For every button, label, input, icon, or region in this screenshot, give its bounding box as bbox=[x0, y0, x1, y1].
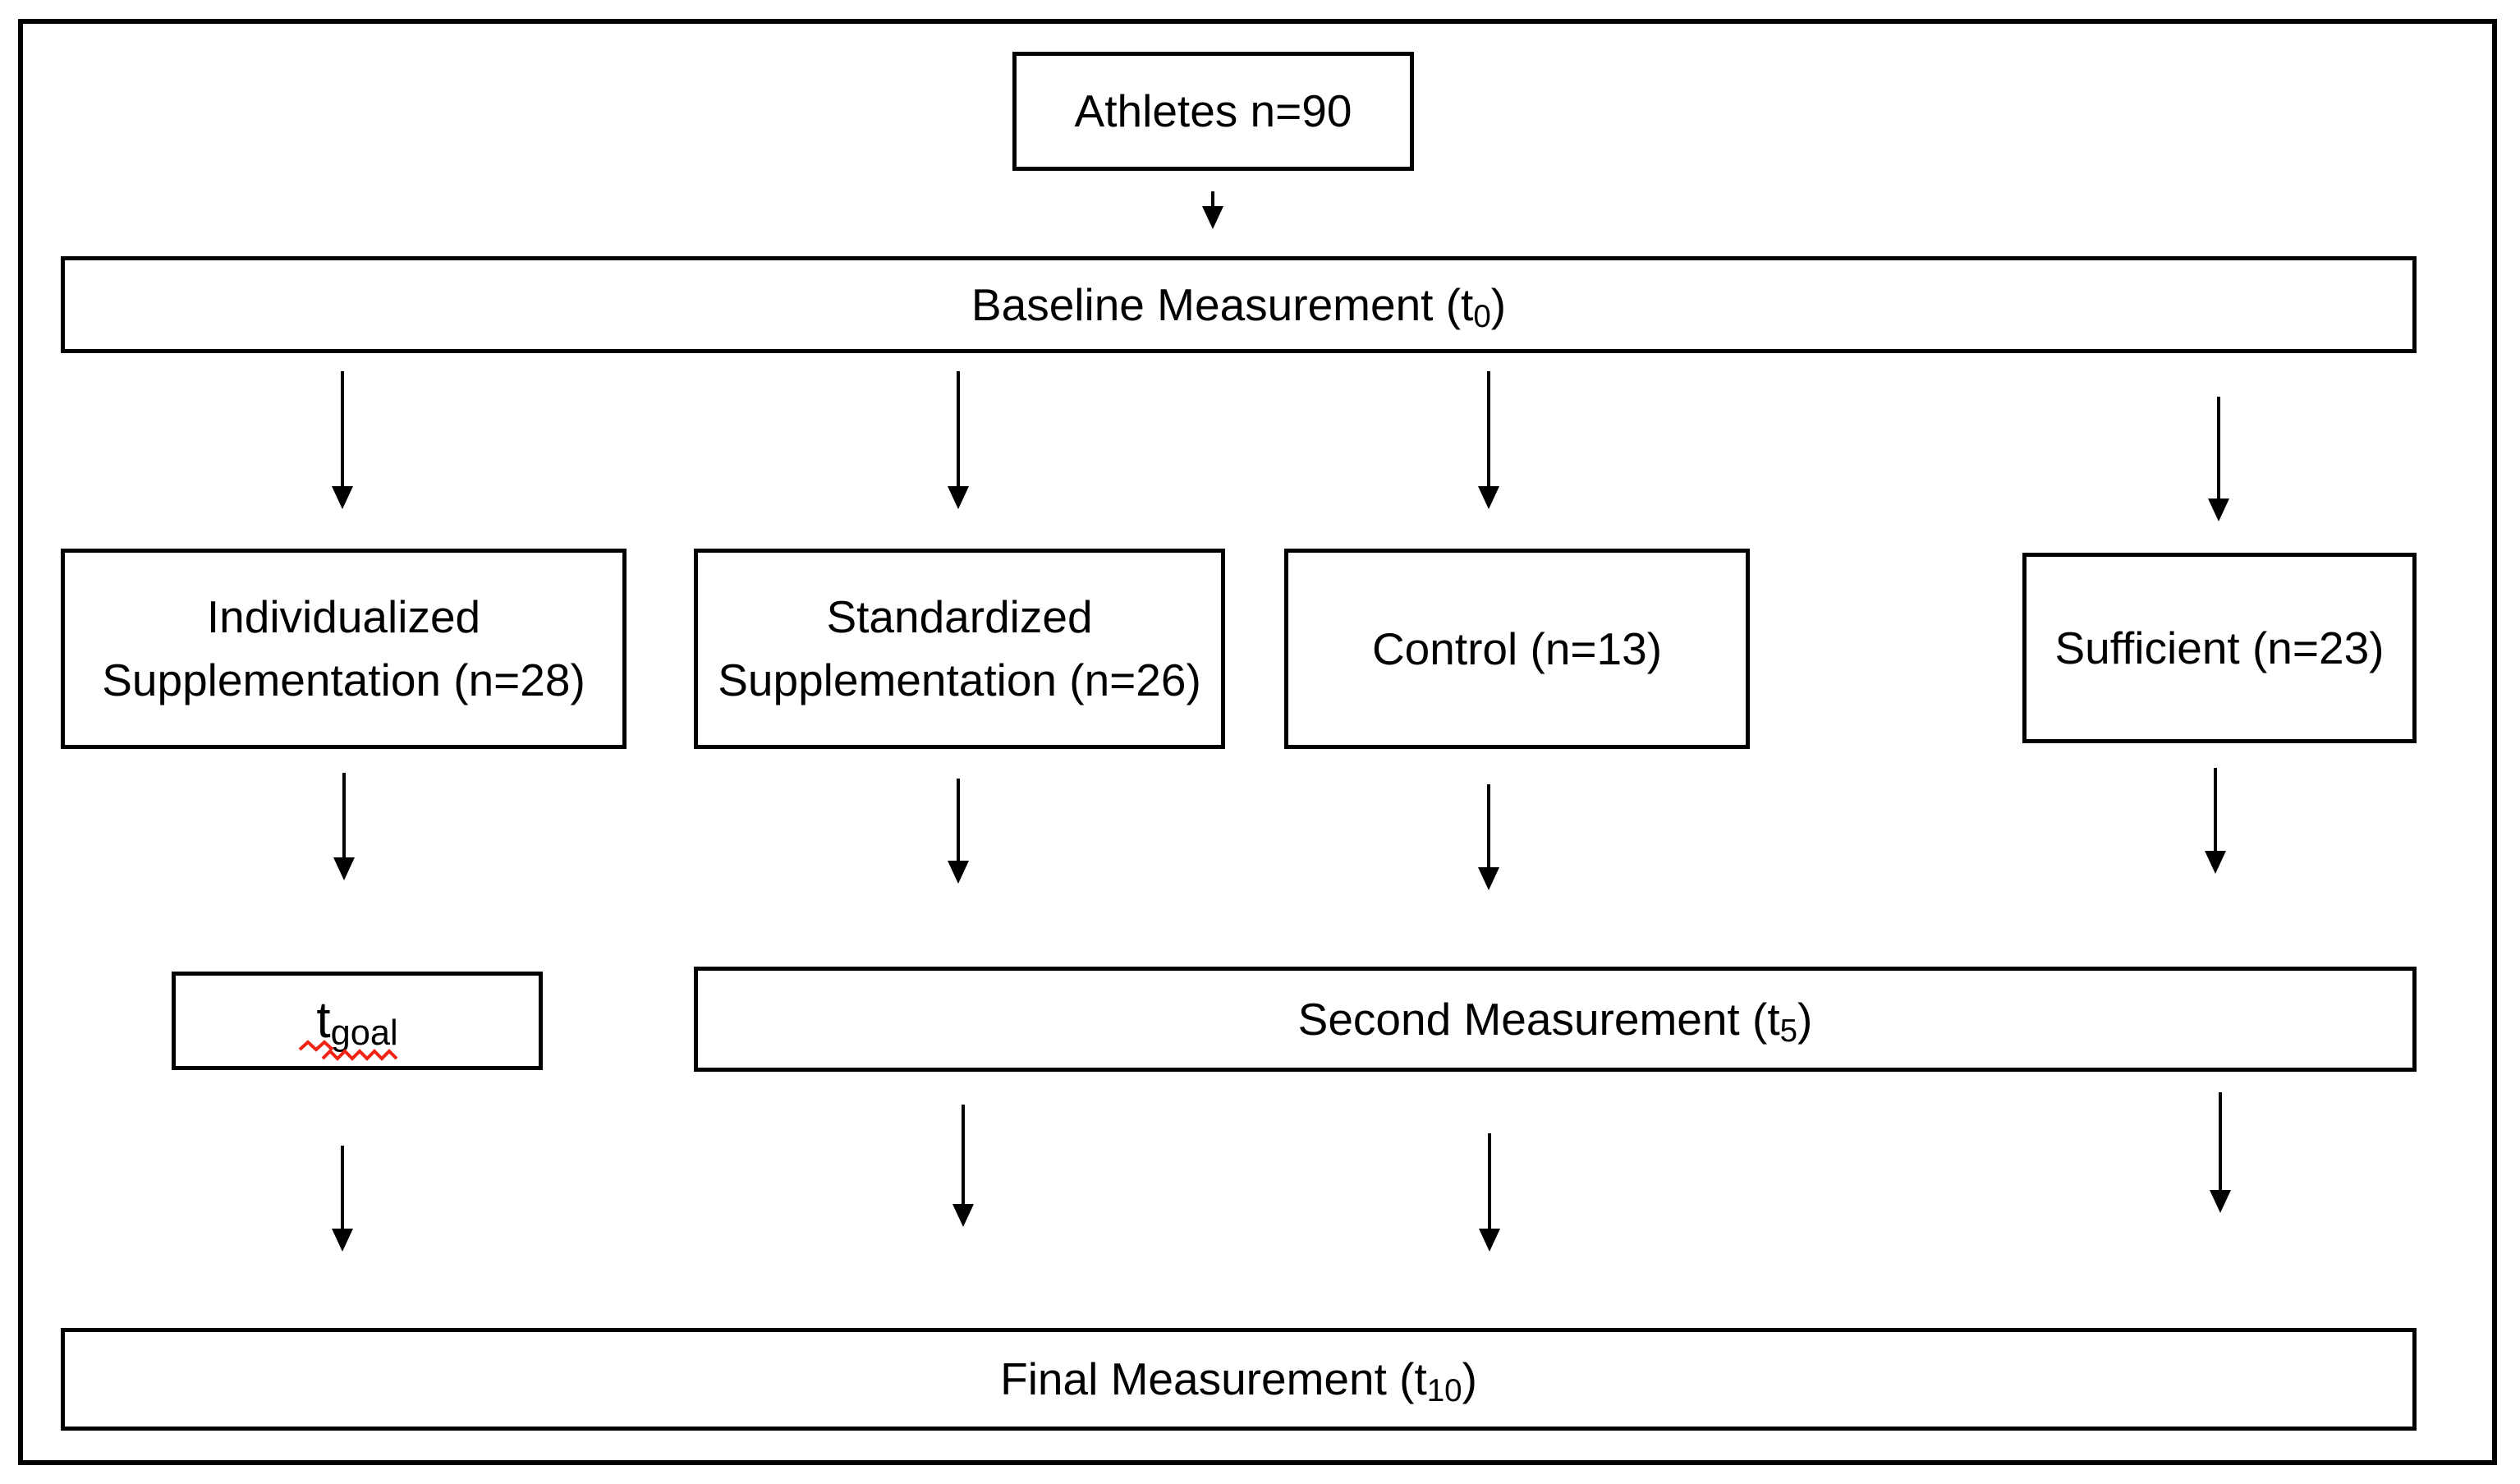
arrow-shaft bbox=[341, 1146, 344, 1229]
arrow-standardized-to-second bbox=[948, 779, 969, 907]
final-label-subscript: 10 bbox=[1426, 1373, 1462, 1409]
standardized-label-line1: Standardized bbox=[826, 591, 1093, 642]
standardized-label: Standardized Supplementation (n=26) bbox=[718, 586, 1201, 712]
baseline-label-subscript: 0 bbox=[1473, 298, 1491, 334]
final-measurement-box: Final Measurement (t10) bbox=[61, 1328, 2417, 1431]
down-arrowhead-icon bbox=[332, 1229, 353, 1275]
down-arrowhead-icon bbox=[2205, 851, 2226, 897]
arrow-shaft bbox=[1211, 191, 1214, 206]
arrow-shaft bbox=[1487, 784, 1490, 867]
final-label-close: ) bbox=[1462, 1353, 1477, 1404]
control-box: Control (n=13) bbox=[1284, 549, 1750, 749]
arrow-individualized-to-tgoal bbox=[333, 773, 355, 903]
arrow-shaft bbox=[957, 779, 960, 861]
baseline-label-close: ) bbox=[1490, 278, 1507, 330]
final-label-text: Final Measurement (t bbox=[1000, 1353, 1427, 1404]
arrow-sufficient-to-second bbox=[2205, 768, 2226, 897]
arrow-shaft bbox=[2217, 397, 2220, 498]
athletes-label: Athletes n=90 bbox=[1074, 85, 1352, 136]
down-arrowhead-icon bbox=[1478, 867, 1499, 913]
sufficient-box: Sufficient (n=23) bbox=[2022, 553, 2417, 743]
arrow-shaft bbox=[342, 773, 346, 857]
arrow-shaft bbox=[2219, 1092, 2222, 1190]
tgoal-label-text: t bbox=[316, 991, 331, 1049]
arrow-tgoal-to-final bbox=[332, 1146, 353, 1275]
arrow-athletes-to-baseline bbox=[1202, 191, 1223, 252]
down-arrowhead-icon bbox=[1478, 486, 1499, 532]
arrow-second-to-final-sufficient bbox=[2210, 1092, 2231, 1236]
baseline-label-text: Baseline Measurement (t bbox=[971, 278, 1474, 330]
down-arrowhead-icon bbox=[333, 857, 355, 903]
arrow-baseline-to-standardized bbox=[948, 371, 969, 532]
athletes-box: Athletes n=90 bbox=[1012, 52, 1414, 171]
control-label: Control (n=13) bbox=[1371, 623, 1663, 674]
second-label-text: Second Measurement (t bbox=[1297, 993, 1780, 1045]
final-measurement-label: Final Measurement (t10) bbox=[1000, 1348, 1477, 1411]
second-label-subscript: 5 bbox=[1779, 1013, 1798, 1049]
arrow-second-to-final-standardized bbox=[952, 1105, 974, 1250]
arrow-shaft bbox=[341, 371, 344, 486]
baseline-measurement-box: Baseline Measurement (t0) bbox=[61, 256, 2417, 353]
red-wavy-underline-icon bbox=[298, 1040, 334, 1052]
down-arrowhead-icon bbox=[952, 1204, 974, 1250]
down-arrowhead-icon bbox=[1202, 206, 1223, 252]
down-arrowhead-icon bbox=[2208, 498, 2229, 544]
individualized-label: Individualized Supplementation (n=28) bbox=[102, 586, 585, 712]
sufficient-label: Sufficient (n=23) bbox=[2054, 622, 2385, 673]
individualized-label-line2: Supplementation (n=28) bbox=[102, 655, 585, 705]
down-arrowhead-icon bbox=[948, 486, 969, 532]
down-arrowhead-icon bbox=[332, 486, 353, 532]
arrow-shaft bbox=[962, 1105, 965, 1204]
individualized-supplementation-box: Individualized Supplementation (n=28) bbox=[61, 549, 627, 749]
second-label-close: ) bbox=[1797, 993, 1813, 1045]
baseline-measurement-label: Baseline Measurement (t0) bbox=[971, 273, 1506, 337]
standardized-supplementation-box: Standardized Supplementation (n=26) bbox=[694, 549, 1225, 749]
down-arrowhead-icon bbox=[948, 861, 969, 907]
arrow-baseline-to-individualized bbox=[332, 371, 353, 532]
arrow-shaft bbox=[957, 371, 960, 486]
arrow-control-to-second bbox=[1478, 784, 1499, 913]
down-arrowhead-icon bbox=[2210, 1190, 2231, 1236]
tgoal-label: tgoal bbox=[316, 986, 397, 1057]
arrow-second-to-final-control bbox=[1479, 1133, 1500, 1275]
tgoal-label-subscript: goal bbox=[330, 1013, 398, 1054]
red-wavy-underline-icon bbox=[321, 1049, 398, 1061]
arrow-baseline-to-sufficient bbox=[2208, 397, 2229, 544]
arrow-shaft bbox=[1488, 1133, 1491, 1229]
tgoal-box: tgoal bbox=[172, 972, 543, 1070]
second-measurement-label: Second Measurement (t5) bbox=[1298, 988, 1813, 1051]
down-arrowhead-icon bbox=[1479, 1229, 1500, 1275]
individualized-label-line1: Individualized bbox=[206, 591, 481, 642]
standardized-label-line2: Supplementation (n=26) bbox=[718, 655, 1201, 705]
arrow-shaft bbox=[1487, 371, 1490, 486]
arrow-shaft bbox=[2214, 768, 2217, 851]
arrow-baseline-to-control bbox=[1478, 371, 1499, 532]
second-measurement-box: Second Measurement (t5) bbox=[694, 967, 2417, 1072]
